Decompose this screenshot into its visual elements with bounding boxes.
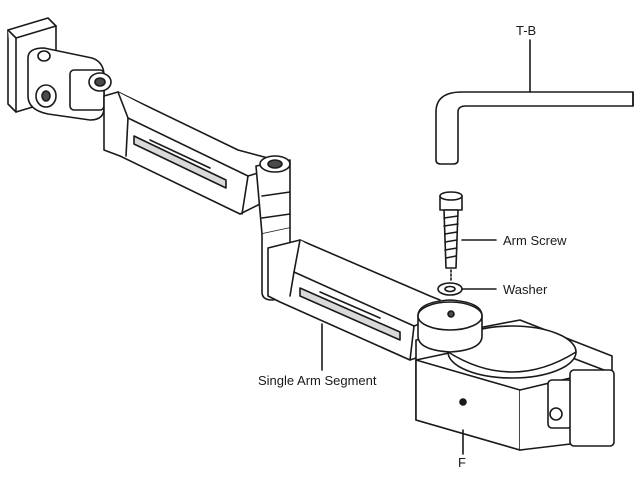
screw-label: Arm Screw xyxy=(503,233,567,248)
washer-part xyxy=(437,282,463,296)
arm-screw-part xyxy=(439,191,463,283)
upper-arm-segment xyxy=(103,91,269,215)
washer-label: Washer xyxy=(503,282,548,297)
segment-label: Single Arm Segment xyxy=(258,373,377,388)
single-arm-segment xyxy=(267,239,441,361)
hex-key-tool xyxy=(435,91,634,165)
clamp-pivot-hub xyxy=(417,299,483,353)
clamp-label: F xyxy=(458,455,466,470)
tool-label: T-B xyxy=(516,23,537,38)
tilt-head xyxy=(27,47,112,121)
